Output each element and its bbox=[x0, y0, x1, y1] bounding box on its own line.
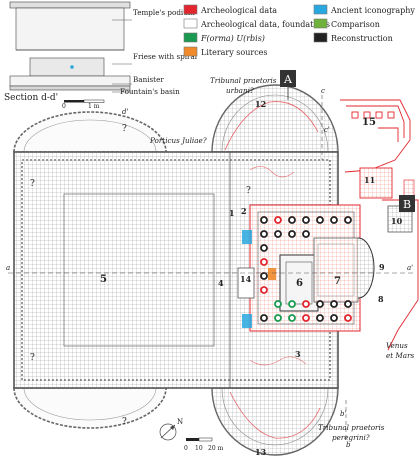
legend-label-foundations: Archeological data, foundations bbox=[200, 20, 330, 29]
marker-b: B bbox=[403, 198, 411, 211]
north-east-complex bbox=[340, 99, 411, 173]
temple-apse-9 bbox=[357, 237, 375, 299]
section-letter-d-prime: d' bbox=[122, 108, 128, 116]
section-title: Section d-d' bbox=[4, 93, 58, 103]
apse-south-west bbox=[13, 387, 167, 429]
legend-swatch-literary bbox=[183, 46, 198, 57]
friese-marker bbox=[70, 65, 74, 69]
question-mark-w1: ? bbox=[30, 179, 35, 189]
section-scale-unit: 1 m bbox=[88, 103, 100, 110]
legend-swatch-forma-urbis bbox=[183, 32, 198, 43]
legend-swatch-iconography bbox=[313, 4, 328, 15]
legend-swatch-archeological bbox=[183, 4, 198, 15]
section-label-friese: Friese with spiral bbox=[133, 52, 198, 61]
legend-label-forma-urbis: F(orma) U(rbis) bbox=[200, 34, 265, 43]
legend-swatch-reconstruction bbox=[313, 32, 328, 43]
temple-room-7 bbox=[313, 237, 359, 303]
room-11 bbox=[359, 167, 393, 199]
plan-number-10: 10 bbox=[391, 216, 403, 226]
forum-plaza bbox=[63, 193, 215, 347]
plan-number-1: 1 bbox=[229, 208, 235, 218]
basin-14 bbox=[237, 267, 255, 299]
plan-number-14: 14 bbox=[240, 274, 252, 284]
legend-label-comparison: Comparison bbox=[331, 20, 380, 29]
temple-columns bbox=[260, 216, 352, 322]
section-label-basin: Fountain's basin bbox=[120, 87, 180, 96]
section-letter-b-prime: b' bbox=[340, 410, 346, 418]
legend-swatch-foundations bbox=[183, 18, 198, 29]
question-mark-c: ? bbox=[246, 186, 251, 196]
label-tribunal-urbani-2: urbani? bbox=[226, 86, 254, 95]
marker-a: A bbox=[283, 73, 293, 86]
legend-label-archeological: Archeological data bbox=[200, 6, 277, 15]
legend-label-reconstruction: Reconstruction bbox=[331, 34, 393, 43]
label-porticus: Porticus Juliae? bbox=[149, 136, 207, 145]
north-arrow-icon: N bbox=[159, 418, 183, 441]
section-inset: Temple's podium Friese with spiral Banis… bbox=[4, 1, 198, 110]
forum-plan: A B 1 2 3 4 5 6 7 8 9 10 11 12 13 14 15 … bbox=[6, 70, 419, 457]
plan-scale-0: 0 bbox=[184, 445, 188, 452]
plan-number-15: 15 bbox=[362, 117, 376, 128]
question-mark-nw: ? bbox=[122, 124, 127, 134]
section-letter-a-prime: a' bbox=[407, 264, 413, 272]
section-letter-b: b bbox=[346, 441, 351, 449]
legend-label-literary: Literary sources bbox=[201, 48, 268, 57]
plan-number-3: 3 bbox=[295, 349, 301, 359]
section-label-banister: Banister bbox=[133, 75, 164, 84]
label-venus-2: et Mars bbox=[386, 351, 415, 360]
plan-number-7: 7 bbox=[334, 276, 341, 287]
plan-number-6: 6 bbox=[296, 278, 303, 289]
section-letter-c: c bbox=[321, 87, 325, 95]
temple-cella bbox=[279, 254, 319, 312]
label-venus-1: Venus bbox=[386, 341, 408, 350]
marker-b-box bbox=[399, 195, 415, 212]
question-mark-sw: ? bbox=[122, 417, 127, 427]
plan-number-13: 13 bbox=[255, 447, 267, 457]
question-mark-w2: ? bbox=[30, 353, 35, 363]
label-tribunal-urbani-1: Tribunal praetoris bbox=[210, 76, 277, 85]
plan-number-12: 12 bbox=[255, 99, 266, 109]
section-letter-c-prime: c' bbox=[324, 126, 330, 134]
plan-scale-20: 20 m bbox=[208, 445, 224, 452]
legend-label-iconography: Ancient iconography bbox=[330, 6, 415, 15]
legend: Archeological data Archeological data, f… bbox=[183, 4, 415, 57]
plan-number-11: 11 bbox=[364, 175, 375, 185]
plan-number-9: 9 bbox=[379, 262, 385, 272]
section-letter-a: a bbox=[6, 264, 10, 272]
north-label: N bbox=[177, 418, 183, 426]
apse-north-west bbox=[13, 111, 167, 153]
plan-scale-bar: 0 10 20 m bbox=[184, 437, 224, 452]
apse-south-central bbox=[211, 387, 339, 456]
plan-number-5: 5 bbox=[100, 274, 107, 285]
label-tribunal-peregrini-2: peregrini? bbox=[332, 433, 370, 442]
legend-swatch-comparison bbox=[313, 18, 328, 29]
plan-number-8: 8 bbox=[378, 294, 384, 304]
label-tribunal-peregrini-1: Tribunal praetoris bbox=[318, 423, 385, 432]
section-scale-zero: 0 bbox=[62, 103, 66, 110]
apse-north-central bbox=[211, 84, 339, 153]
marker-a-box bbox=[280, 70, 296, 87]
plan-number-4: 4 bbox=[218, 278, 224, 288]
plan-scale-10: 10 bbox=[195, 445, 203, 452]
section-label-podium: Temple's podium bbox=[133, 8, 195, 17]
plan-number-2: 2 bbox=[241, 206, 247, 216]
